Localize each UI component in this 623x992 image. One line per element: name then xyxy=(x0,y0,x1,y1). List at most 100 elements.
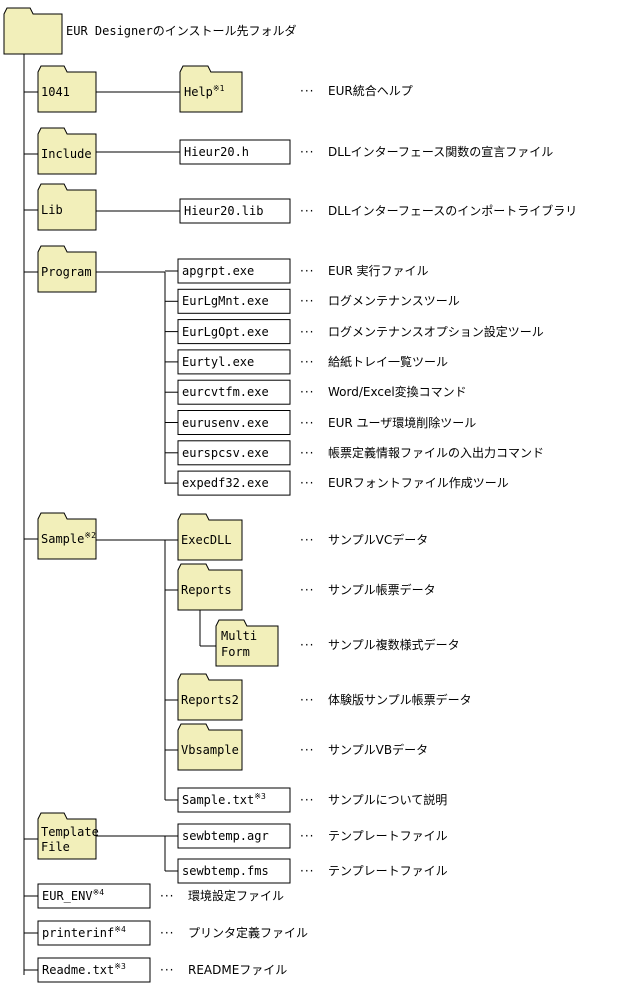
dots-eurcvtfm-text: ··· xyxy=(300,385,315,400)
folder-icon-fvbsample xyxy=(177,723,243,771)
file-box-sewbagr xyxy=(177,823,291,849)
file-label-expedf32: expedf32.exe xyxy=(182,476,269,490)
folder-icon-freports xyxy=(177,563,243,611)
dots-sewbfms: ··· xyxy=(300,864,314,878)
folder-icon-ftemplate xyxy=(37,812,97,860)
desc-sewbagr-text: テンプレートファイル xyxy=(328,829,448,843)
folder-icon-flib xyxy=(37,183,97,231)
desc-eurenv-text: 環境設定ファイル xyxy=(188,889,285,903)
folder-label2-multi: Form xyxy=(221,645,250,659)
folder-label-flib: Lib xyxy=(41,203,63,217)
file-box-hieur20h xyxy=(179,139,291,165)
desc-sewbfms: テンプレートファイル xyxy=(328,864,448,878)
dots-hieur20h: ··· xyxy=(300,145,314,159)
dots-fexecdll: ··· xyxy=(300,533,314,547)
desc-eurlgopt-text: ログメンテナンスオプション設定ツール xyxy=(328,324,544,339)
file-label-readme-note: ※3 xyxy=(114,962,126,971)
folder-icon-help xyxy=(179,65,243,113)
file-label-sewbfms-text: sewbtemp.fms xyxy=(182,864,269,878)
file-label-sewbagr-text: sewbtemp.agr xyxy=(182,829,269,843)
folder-label-fprogram-text: Program xyxy=(41,265,92,279)
root-folder-label-text: EUR Designerのインストール先フォルダ xyxy=(66,24,297,38)
desc-fexecdll-text: サンプルVCデータ xyxy=(328,533,429,547)
desc-eurlgmnt: ログメンテナンスツール xyxy=(328,294,460,308)
file-label-eurusenv-text: eurusenv.exe xyxy=(182,415,269,430)
dots-hieur20lib: ··· xyxy=(300,204,314,218)
dots-eurenv: ··· xyxy=(160,889,174,903)
file-label-apgrpt: apgrpt.exe xyxy=(182,264,254,278)
dots-expedf32: ··· xyxy=(300,476,314,490)
desc-hieur20lib-text: DLLインターフェースのインポートライブラリ xyxy=(328,204,578,218)
desc-sampletxt-text: サンプルについて説明 xyxy=(328,793,448,807)
file-box-sampletxt xyxy=(177,787,291,813)
desc-freports-text: サンプル帳票データ xyxy=(328,583,436,597)
dots-fvbsample-text: ··· xyxy=(300,743,315,757)
file-label-hieur20lib: Hieur20.lib xyxy=(184,204,263,218)
file-label-eurlgmnt-text: EurLgMnt.exe xyxy=(182,294,269,309)
desc-eurlgopt: ログメンテナンスオプション設定ツール xyxy=(328,325,544,339)
folder-label2-ftemplate-text: File xyxy=(41,840,70,854)
folder-label-ftemplate: Template xyxy=(41,825,99,839)
dots-sewbagr: ··· xyxy=(300,829,314,843)
dots-eurlgopt-text: ··· xyxy=(300,324,315,339)
desc-sampletxt: サンプルについて説明 xyxy=(328,793,447,807)
folder-label-f1041: 1041 xyxy=(41,85,70,99)
folder-label2-ftemplate: File xyxy=(41,840,70,854)
file-label-readme: Readme.txt※3 xyxy=(42,962,126,978)
file-box-eurusenv xyxy=(177,410,291,435)
file-box-eurlgmnt xyxy=(177,288,291,314)
file-label-printerinf-note: ※4 xyxy=(114,925,126,934)
desc-eurspcsv: 帳票定義情報ファイルの入出力コマンド xyxy=(328,446,544,460)
file-box-apgrpt xyxy=(177,258,291,284)
folder-label-help: Help※1 xyxy=(184,84,225,100)
dots-eurenv-text: ··· xyxy=(160,889,175,903)
desc-printerinf: プリンタ定義ファイル xyxy=(188,926,308,940)
desc-fvbsample-text: サンプルVBデータ xyxy=(328,743,429,757)
dots-eurtyl: ··· xyxy=(300,355,314,369)
desc-sewbfms-text: テンプレートファイル xyxy=(328,864,448,878)
desc-hieur20h-text: DLLインターフェース関数の宣言ファイル xyxy=(328,145,554,159)
dots-eurlgmnt: ··· xyxy=(300,294,314,308)
desc-expedf32-text: EURフォントファイル作成ツール xyxy=(328,476,509,491)
desc-expedf32: EURフォントファイル作成ツール xyxy=(328,476,509,490)
dots-freports-text: ··· xyxy=(300,583,315,597)
file-label-eurenv: EUR_ENV※4 xyxy=(42,889,104,904)
file-label-sewbfms: sewbtemp.fms xyxy=(182,864,269,878)
desc-apgrpt-text: EUR 実行ファイル xyxy=(328,264,429,278)
dots-multi: ··· xyxy=(300,638,314,652)
desc-printerinf-text: プリンタ定義ファイル xyxy=(188,926,309,940)
file-label-apgrpt-text: apgrpt.exe xyxy=(182,264,255,278)
dots-freports: ··· xyxy=(300,583,314,597)
file-label-eurtyl: Eurtyl.exe xyxy=(182,355,254,369)
file-box-hieur20lib xyxy=(179,198,291,224)
file-label-sewbagr: sewbtemp.agr xyxy=(182,829,269,843)
file-box-eurenv xyxy=(37,883,151,909)
desc-eurusenv: EUR ユーザ環境削除ツール xyxy=(328,416,476,430)
desc-eurtyl: 給紙トレイ一覧ツール xyxy=(328,355,448,369)
desc-readme: READMEファイル xyxy=(188,963,287,977)
desc-eurcvtfm: Word/Excel変換コマンド xyxy=(328,385,467,399)
dots-fvbsample: ··· xyxy=(300,743,314,757)
desc-eurusenv-text: EUR ユーザ環境削除ツール xyxy=(328,415,477,430)
dots-eurlgopt: ··· xyxy=(300,325,314,339)
folder-icon-finclude xyxy=(37,127,97,175)
file-box-eurcvtfm xyxy=(177,379,291,405)
dots-readme: ··· xyxy=(160,963,174,977)
desc-multi-text: サンプル複数様式データ xyxy=(328,638,460,652)
folder-label-fexecdll-text: ExecDLL xyxy=(181,533,232,547)
folder-label-help-note: ※1 xyxy=(212,84,225,93)
file-label-hieur20h: Hieur20.h xyxy=(184,145,249,159)
folder-label2-multi-text: Form xyxy=(221,645,250,659)
folder-icon-freports2 xyxy=(177,673,243,721)
dots-printerinf-text: ··· xyxy=(160,926,175,940)
desc-freports2: 体験版サンプル帳票データ xyxy=(328,693,472,707)
dots-apgrpt-text: ··· xyxy=(300,264,315,278)
folder-label-finclude: Include xyxy=(41,147,92,161)
folder-label-fprogram: Program xyxy=(41,265,92,279)
dots-eurspcsv-text: ··· xyxy=(300,445,315,460)
dots-eurusenv: ··· xyxy=(300,416,314,430)
file-label-eurlgopt-text: EurLgOpt.exe xyxy=(182,324,269,339)
folder-label-freports2: Reports2 xyxy=(181,693,239,707)
desc-help-text: EUR統合ヘルプ xyxy=(328,84,413,98)
folder-icon-f1041 xyxy=(37,65,97,113)
